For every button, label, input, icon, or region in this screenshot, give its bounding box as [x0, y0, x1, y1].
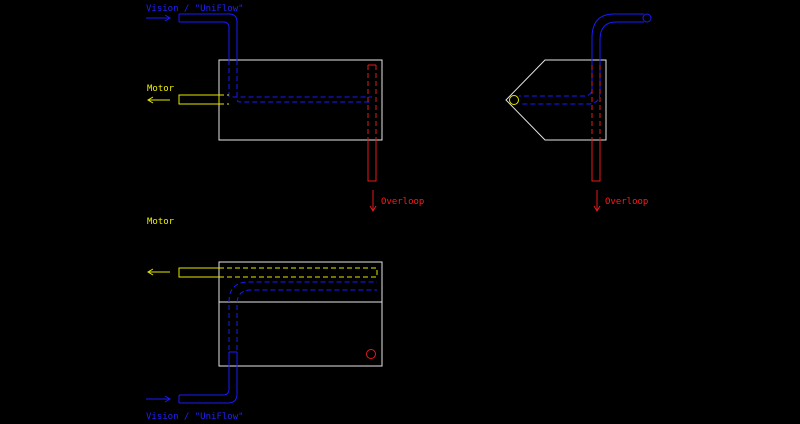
vision-pipe-inner-top	[179, 21, 230, 60]
housing-pentagon	[505, 59, 607, 141]
motor-arrow-top	[147, 96, 170, 104]
bottom-view: Motor Vision / "UniFlow"	[146, 217, 383, 422]
housing-box-top-left	[218, 59, 383, 141]
vision-pipe-dashed-a	[228, 60, 372, 98]
overloop-arrow-right	[593, 190, 601, 212]
vision-pipe-outer-bottom-a	[179, 352, 230, 396]
vision-pipe-dashed-bottom-b	[236, 289, 377, 366]
motor-shaft-top	[178, 94, 220, 105]
motor-shaft-bottom	[178, 267, 219, 278]
top-left-view: Vision / "UniFlow" Motor	[146, 4, 424, 212]
motor-label-bottom: Motor	[147, 217, 175, 227]
vision-pipe-outer-bottom-b	[179, 352, 238, 404]
overloop-circle-bottom	[366, 349, 376, 359]
vision-pipe-outer-top	[179, 13, 238, 60]
vision-arrow-top	[146, 14, 171, 22]
overloop-pipe-outer-right	[591, 140, 601, 182]
top-right-view: Overloop	[505, 13, 652, 212]
overloop-label-left: Overloop	[381, 197, 424, 207]
motor-shaft-dashed-bottom	[219, 267, 378, 278]
housing-box-bottom	[218, 261, 383, 367]
vision-pipe-dashed-b	[236, 60, 372, 103]
vision-pipe-end-circle	[642, 13, 652, 23]
vision-pipe-dashed-bottom-a	[228, 281, 377, 366]
overloop-label-right: Overloop	[605, 197, 648, 207]
vision-pipe-dashed-right-a	[519, 60, 593, 97]
overloop-arrow-left	[369, 190, 377, 212]
vision-pipe-inner-right	[599, 21, 644, 60]
vision-label-top: Vision / "UniFlow"	[146, 4, 244, 14]
overloop-pipe-outer-left	[367, 140, 377, 182]
vision-pipe-outer-right	[591, 13, 644, 60]
motor-arrow-bottom	[147, 268, 170, 276]
vision-arrow-bottom	[146, 395, 171, 403]
motor-shaft-circle	[509, 95, 519, 105]
motor-label-top: Motor	[147, 84, 175, 94]
vision-pipe-dashed-right-b	[519, 60, 601, 105]
vision-label-bottom: Vision / "UniFlow"	[146, 412, 244, 422]
